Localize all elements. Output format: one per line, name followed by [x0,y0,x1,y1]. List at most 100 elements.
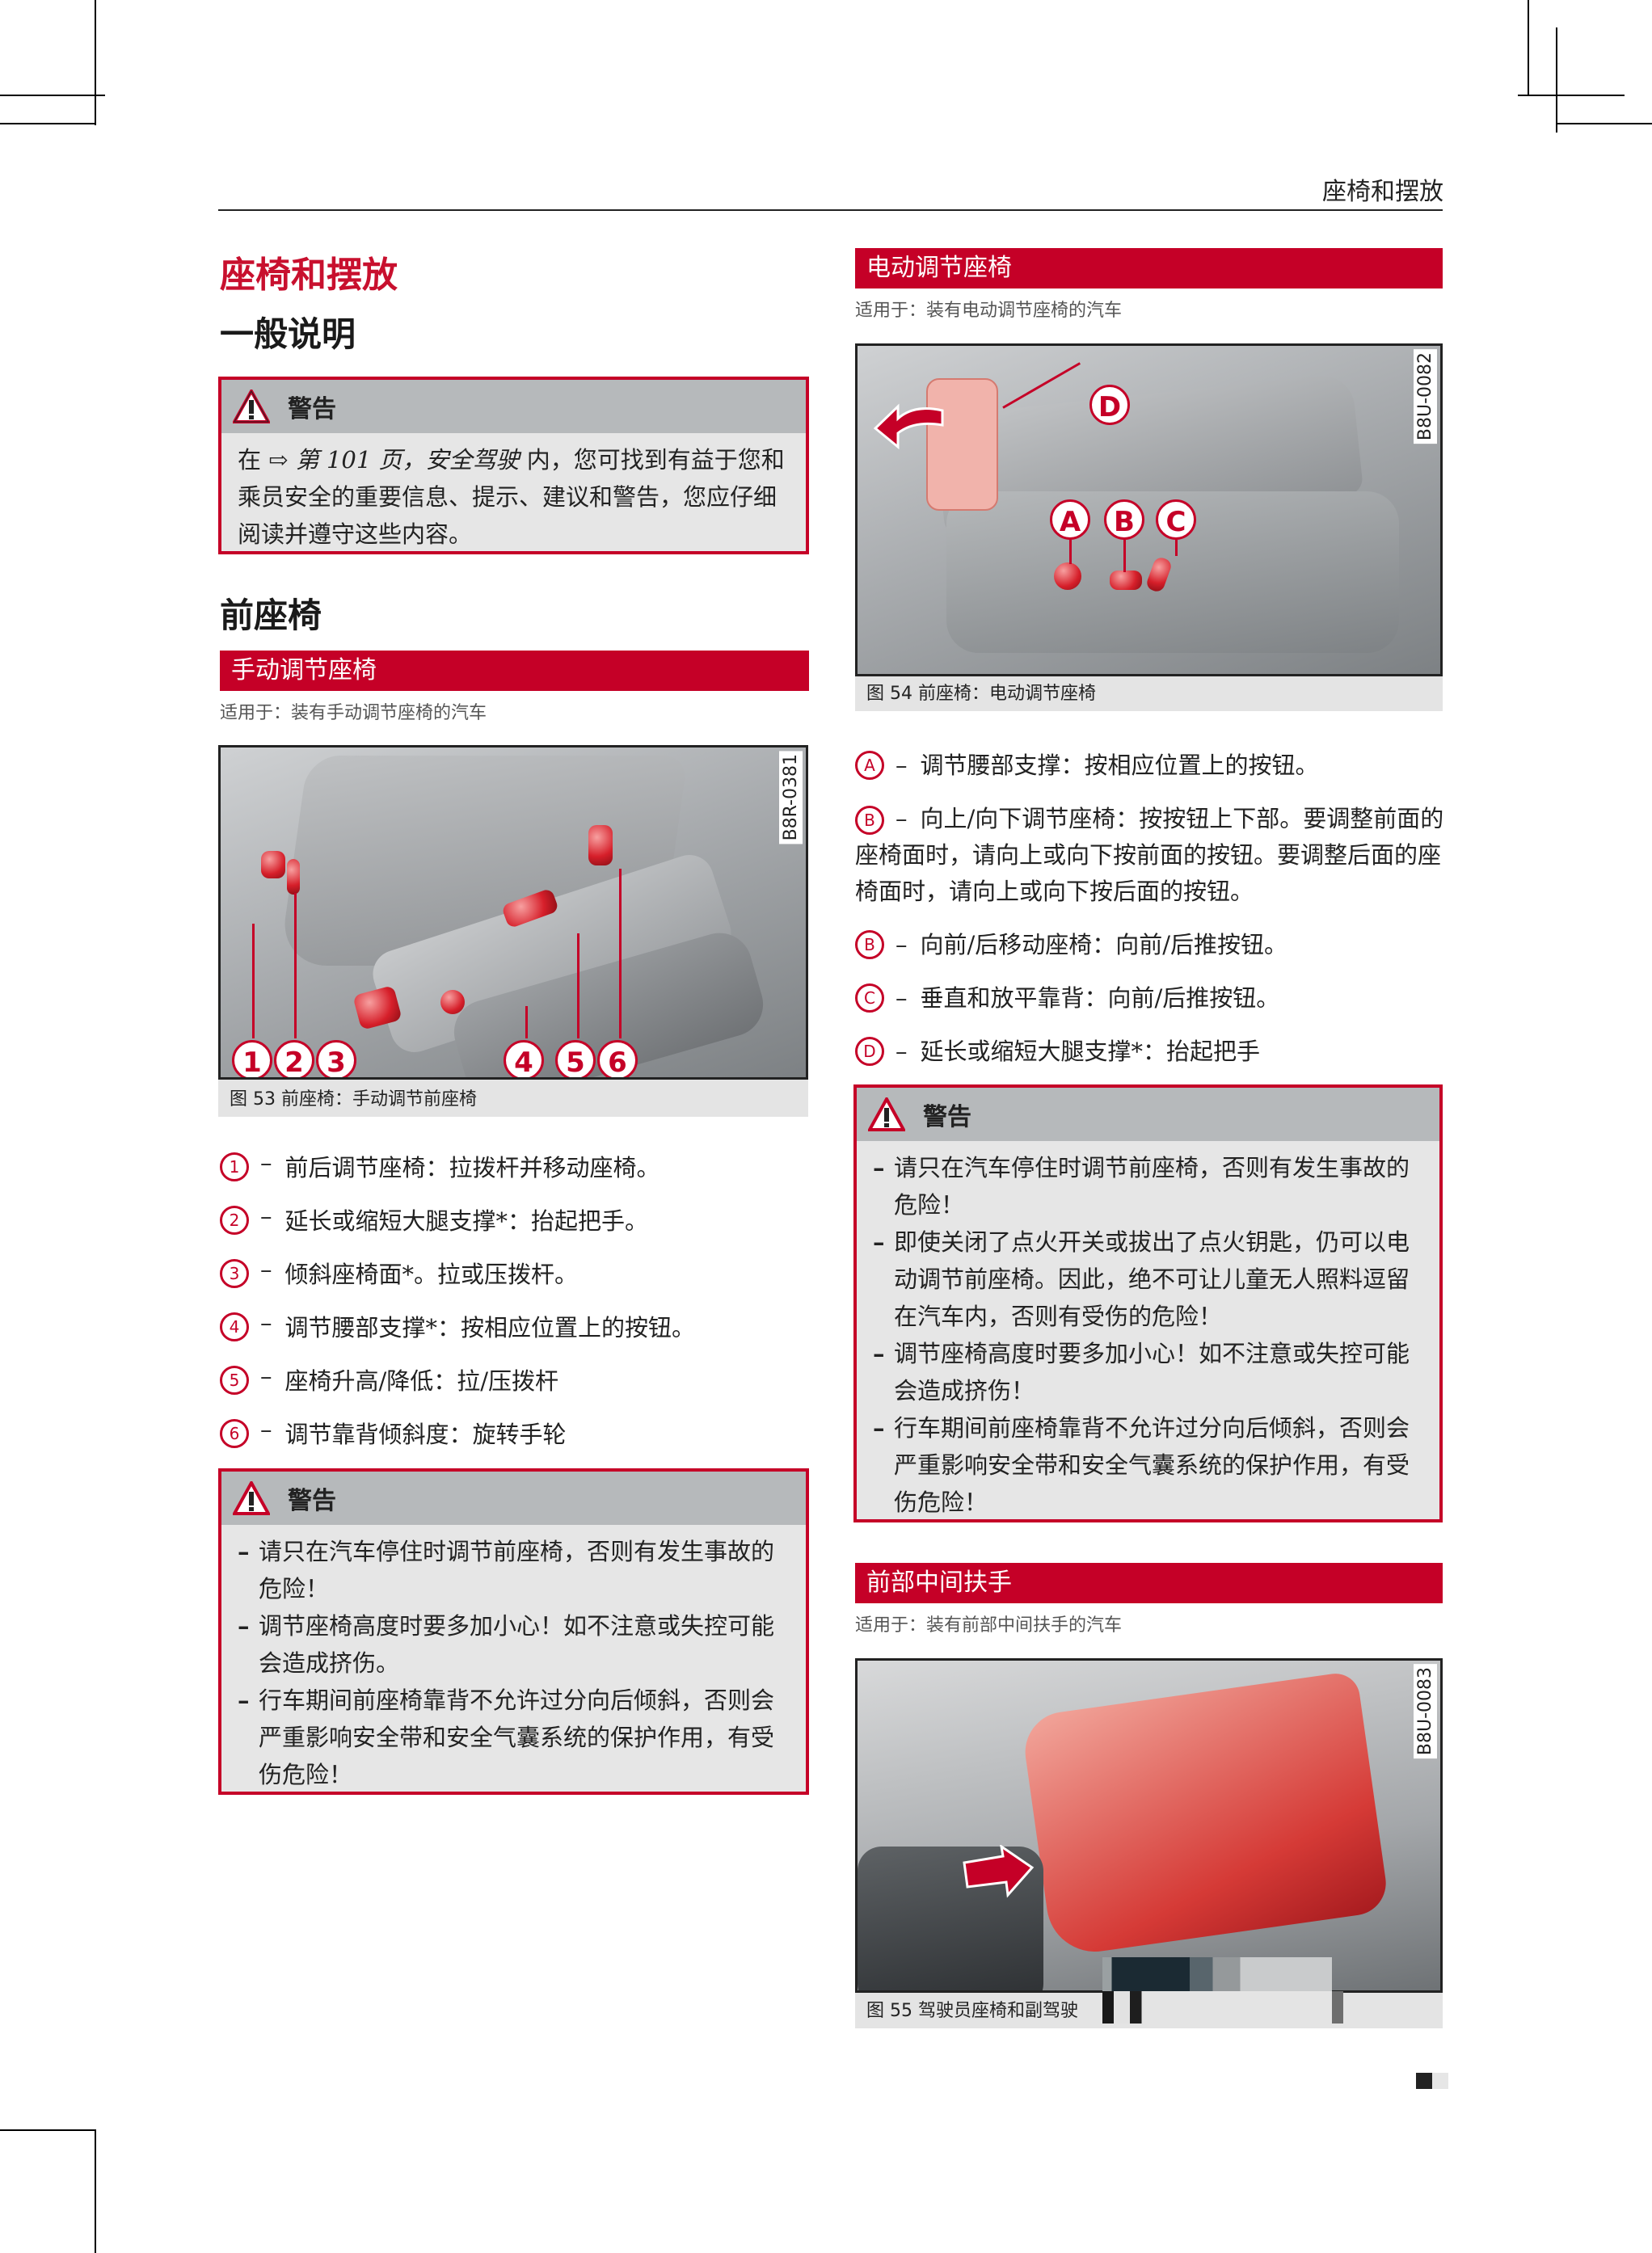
applies-to-manual: 适用于：装有手动调节座椅的汽车 [220,703,487,723]
list-item: 1–前后调节座椅：拉拨杆并移动座椅。 [220,1149,810,1202]
list-item: B–向前/后移动座椅：向前/后推按钮。 [855,927,1445,963]
cross-reference-link[interactable]: 第 101 页，安全驾驶 [295,446,520,474]
callout-badge: 1 [220,1152,249,1181]
callout-badge: A [855,751,884,780]
lever-2 [287,859,300,895]
list-item: D–延长或缩短大腿支撑*：抬起把手 [855,1034,1445,1070]
figure-code: B8U-0082 [1414,349,1437,444]
warning-item: –行车期间前座椅靠背不允许过分向后倾斜，否则会严重影响安全带和安全气囊系统的保护… [238,1687,775,1788]
crop-mark [1528,0,1529,95]
section-title-general: 一般说明 [220,314,356,354]
callout-badge: 4 [220,1312,249,1341]
callout-badge: B [855,930,884,959]
warning-body: –请只在汽车停住时调节前座椅，否则有发生事故的危险！ –即使关闭了点火开关或拔出… [857,1141,1439,1529]
button-a [1054,562,1081,590]
manual-seat-illustration: B8R-0381 1 2 3 4 5 6 [218,745,808,1080]
list-item-text: 垂直和放平靠背：向前/后推按钮。 [920,984,1280,1012]
applies-to-power: 适用于：装有电动调节座椅的汽车 [855,301,1123,321]
callout-a: A [1050,499,1090,540]
crop-mark [95,2129,96,2253]
manual-controls-list: 1–前后调节座椅：拉拨杆并移动座椅。 2–延长或缩短大腿支撑*：抬起把手。 3–… [220,1149,810,1469]
center-armrest [1020,1670,1390,1958]
figure-55: B8U-0083 图 55 驾驶员座椅和副驾驶 [855,1658,1443,2028]
list-item: 4–调节腰部支撑*：按相应位置上的按钮。 [220,1309,810,1362]
warning-item: –即使关闭了点火开关或拔出了点火钥匙，仍可以电动调节前座椅。因此，绝不可让儿童无… [873,1228,1410,1330]
power-controls-list: A–调节腰部支撑：按相应位置上的按钮。 B–向上/向下调节座椅：按按钮上下部。要… [855,747,1445,1070]
warning-box-power: 警告 –请只在汽车停住时调节前座椅，否则有发生事故的危险！ –即使关闭了点火开关… [853,1084,1443,1522]
list-item: 6–调节靠背倾斜度：旋转手轮 [220,1416,810,1469]
callout-badge: 6 [220,1419,249,1448]
warning-title: 警告 [288,395,336,423]
warning-triangle-icon [233,1481,270,1515]
pixelated-redaction [1102,1991,1332,2023]
list-item: A–调节腰部支撑：按相应位置上的按钮。 [855,747,1445,784]
warning-body: –请只在汽车停住时调节前座椅，否则有发生事故的危险！ –调节座椅高度时要多加小心… [221,1525,806,1801]
crop-mark [0,123,96,124]
list-item: 3–倾斜座椅面*。拉或压拨杆。 [220,1256,810,1309]
lever-1 [261,851,285,878]
page-end-marker [1416,2073,1432,2089]
thigh-support-extension [926,378,998,511]
warning-item: –请只在汽车停住时调节前座椅，否则有发生事故的危险！ [873,1154,1410,1219]
warning-triangle-icon [233,390,270,423]
header-rule [218,209,1443,211]
warning-box-general: 警告 在 ⇨ 第 101 页，安全驾驶 内，您可找到有益于您和乘员安全的重要信息… [218,377,809,554]
figure-54: B8U-0082 A B C D 图 54 前座椅：电动调节座椅 [855,343,1443,711]
callout-badge: C [855,983,884,1013]
crop-mark [0,2129,96,2131]
figure-code: B8U-0083 [1414,1664,1437,1759]
button-b [1110,571,1142,590]
crop-mark [0,95,105,96]
figure-code: B8R-0381 [779,751,803,844]
button-4 [440,990,465,1014]
warning-item: –调节座椅高度时要多加小心！如不注意或失控可能会造成挤伤！ [873,1340,1410,1404]
figure-53: B8R-0381 1 2 3 4 5 6 图 53 前座椅：手动调节前座椅 [218,745,808,1117]
figure-caption: 图 55 驾驶员座椅和副驾驶 [866,2001,1078,2021]
list-item-text: 调节靠背倾斜度：旋转手轮 [284,1421,567,1448]
list-item-text: 向前/后移动座椅：向前/后推按钮。 [920,931,1288,958]
warning-header: 警告 [221,380,806,433]
crop-mark [1518,95,1625,96]
figure-caption: 图 53 前座椅：手动调节前座椅 [230,1089,477,1110]
wheel-6 [588,825,613,865]
callout-5: 5 [555,1040,596,1077]
armrest-illustration: B8U-0083 [855,1658,1443,1993]
subsection-bar-power: 电动调节座椅 [855,248,1443,288]
page-end-marker [1432,2073,1448,2089]
list-item: B–向上/向下调节座椅：按按钮上下部。要调整前面的座椅面时，请向上或向下按前面的… [855,805,1444,905]
list-item-text: 座椅升高/降低：拉/压拨杆 [284,1367,559,1395]
callout-c: C [1156,499,1196,540]
pixelated-redaction [1332,1991,1343,2023]
chapter-title: 座椅和摆放 [220,255,398,296]
warning-item: –行车期间前座椅靠背不允许过分向后倾斜，否则会严重影响安全带和安全气囊系统的保护… [873,1414,1410,1516]
list-item-text: 延长或缩短大腿支撑*：抬起把手 [920,1038,1261,1065]
warning-item: –请只在汽车停住时调节前座椅，否则有发生事故的危险！ [238,1538,775,1602]
callout-badge: B [855,806,884,835]
list-item-text: 调节腰部支撑*：按相应位置上的按钮。 [284,1314,696,1341]
callout-6: 6 [597,1040,638,1077]
callout-4: 4 [504,1040,544,1077]
subsection-bar-manual: 手动调节座椅 [220,651,809,691]
list-item-text: 延长或缩短大腿支撑*：抬起把手。 [284,1207,649,1235]
warning-triangle-icon [868,1097,905,1131]
power-seat-illustration: B8U-0082 A B C D [855,343,1443,676]
callout-2: 2 [274,1040,314,1077]
callout-1: 1 [232,1040,272,1077]
warning-box-manual: 警告 –请只在汽车停住时调节前座椅，否则有发生事故的危险！ –调节座椅高度时要多… [218,1468,809,1795]
crop-mark [1556,27,1557,133]
pixelated-redaction [1102,1957,1332,1991]
callout-d: D [1089,385,1130,425]
callout-badge: 3 [220,1259,249,1288]
callout-badge: 2 [220,1206,249,1235]
callout-badge: D [855,1037,884,1066]
callout-b: B [1104,499,1144,540]
warning-title: 警告 [923,1103,971,1131]
arrow-pull-icon [874,403,944,450]
list-item-text: 向上/向下调节座椅：按按钮上下部。要调整前面的座椅面时，请向上或向下按前面的按钮… [855,805,1444,905]
warning-item: –调节座椅高度时要多加小心！如不注意或失控可能会造成挤伤。 [238,1612,775,1677]
arrow-push-icon [963,1845,1035,1898]
warning-text-suffix: 内，您可找到有益于您和乘员安全的重要信息、提示、建议和警告，您应仔细阅读并遵守这… [238,446,785,548]
running-head: 座椅和摆放 [1322,178,1443,206]
crop-mark [95,0,96,125]
list-item: C–垂直和放平靠背：向前/后推按钮。 [855,980,1445,1017]
